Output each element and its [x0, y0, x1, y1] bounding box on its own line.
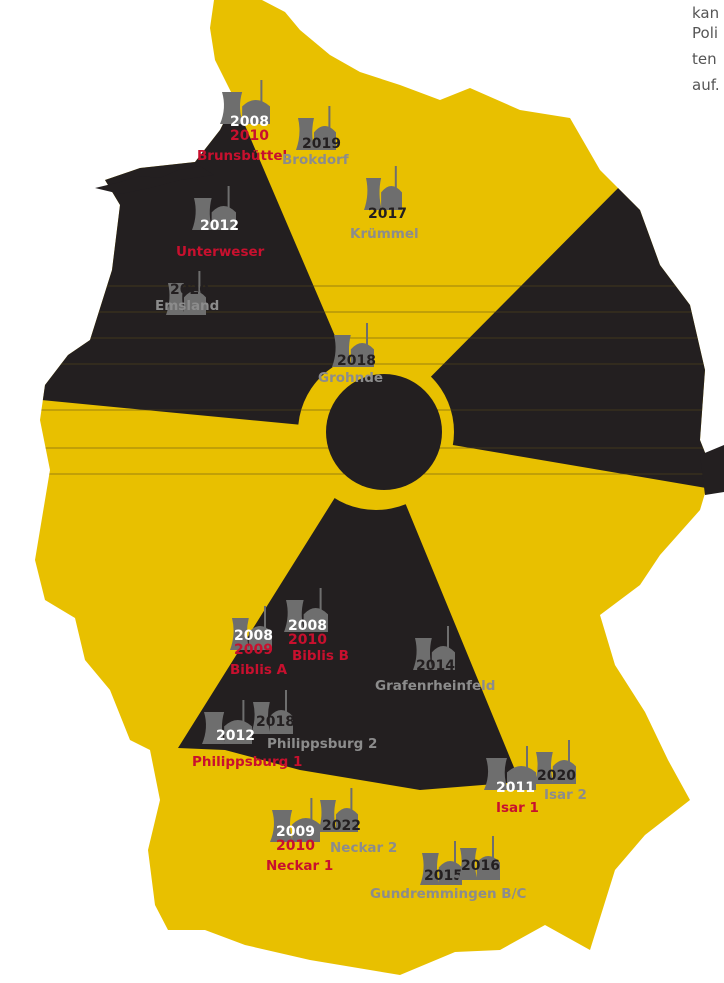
plant-name: Unterweser	[176, 244, 265, 260]
nuclear-plant-icon	[166, 271, 206, 315]
nuclear-plant-icon	[420, 841, 462, 885]
trefoil-blade-south	[178, 432, 520, 790]
nuclear-plant-icon	[458, 836, 500, 880]
plant-year: 2019	[302, 136, 341, 152]
plant-year: 2012	[216, 728, 255, 744]
plant-name: Biblis B	[292, 648, 349, 664]
plant-name: Neckar 2	[330, 840, 397, 856]
side-text-line-2: Poli	[692, 24, 719, 42]
plant-name: Grafenrheinfeld	[375, 678, 495, 694]
plant-name: Gundremmingen B/C	[370, 886, 527, 902]
plant-name: Isar 2	[544, 787, 587, 803]
plant-year: 2009	[234, 642, 273, 658]
trefoil-hub	[326, 374, 442, 490]
plant-year: 2016	[461, 858, 500, 874]
nuclear-plant-icon	[192, 186, 236, 230]
nuclear-plant-icon	[364, 166, 402, 210]
side-text-line-4: auf.	[692, 76, 720, 94]
plant-year: 2011	[496, 780, 535, 796]
plant-year: 2014	[416, 658, 455, 674]
plant-name: Neckar 1	[266, 858, 333, 874]
nuclear-plant-icon	[296, 106, 336, 150]
nuclear-plant-icon	[230, 606, 272, 650]
plant-year: 2022	[322, 818, 361, 834]
nuclear-plant-icon	[484, 746, 536, 790]
nuclear-plant-icon	[332, 323, 374, 367]
nuclear-plant-icon	[220, 80, 270, 124]
nuclear-plant-icon	[534, 740, 576, 784]
nuclear-plant-icon	[202, 700, 252, 744]
plant-year: 2017	[368, 206, 407, 222]
nuclear-plant-icon	[270, 798, 320, 842]
plant-year: 2020	[537, 768, 576, 784]
plant-year: 2020	[170, 282, 209, 298]
plant-year: 2018	[337, 353, 376, 369]
plant-year: 2018	[256, 714, 295, 730]
north-sea-islands	[95, 166, 214, 194]
plant-year: 2009	[276, 824, 315, 840]
plant-name: Biblis A	[230, 662, 288, 678]
plant-year: 2010	[276, 838, 315, 854]
plant-year: 2012	[200, 218, 239, 234]
plant-name: Brokdorf	[282, 152, 349, 168]
nuclear-plant-icon	[251, 690, 293, 734]
plant-name: Isar 1	[496, 800, 539, 816]
plant-name: Philippsburg 2	[267, 736, 377, 752]
plant-year: 2010	[230, 128, 269, 144]
nuclear-plant-icon	[318, 788, 358, 832]
plant-name: Krümmel	[350, 226, 419, 242]
plant-year: 2010	[288, 632, 327, 648]
plant-name: Brunsbüttel	[197, 148, 287, 164]
plant-year: 2015	[424, 868, 463, 884]
nuclear-plant-icon	[413, 626, 455, 670]
trefoil-blade-east	[376, 170, 712, 492]
plant-name: Philippsburg 1	[192, 754, 302, 770]
plant-year: 2008	[234, 628, 273, 644]
plant-gundremmingen-c: 2016	[458, 836, 500, 880]
plant-name: Grohnde	[318, 370, 383, 386]
trefoil-blade-east-tip	[700, 445, 724, 495]
plant-year: 2008	[288, 618, 327, 634]
nuclear-plant-icon	[284, 588, 328, 632]
side-text-line-3: ten	[692, 50, 717, 68]
plant-year: 2008	[230, 114, 269, 130]
trefoil-blade-northwest	[35, 95, 376, 432]
side-text-line-1: kan	[692, 4, 720, 22]
plant-name: Emsland	[155, 298, 219, 314]
